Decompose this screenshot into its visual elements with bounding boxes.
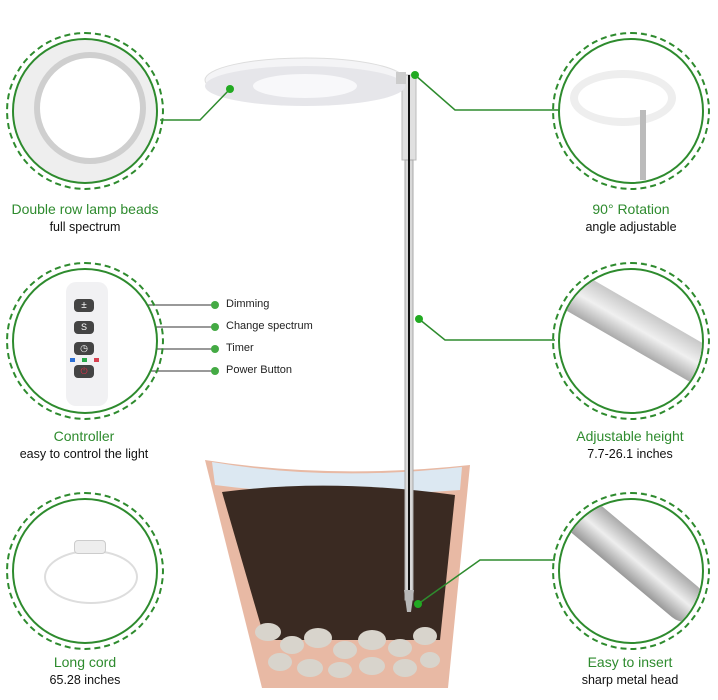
status-led-red	[94, 358, 99, 362]
insert-image	[558, 498, 704, 644]
caption-subtitle: easy to control the light	[19, 447, 149, 461]
caption-insert: Easy to insert sharp metal head	[520, 653, 718, 689]
height-image	[558, 268, 704, 414]
rotation-image	[558, 38, 704, 184]
timer-button-icon: ◷	[74, 342, 94, 355]
status-led-green	[82, 358, 87, 362]
caption-rotation: 90° Rotation angle adjustable	[521, 200, 718, 236]
caption-title: Easy to insert	[587, 654, 673, 670]
caption-title: Double row lamp beads	[11, 201, 159, 217]
controller-label-dimming: Dimming	[226, 298, 270, 310]
caption-title: Adjustable height	[576, 428, 684, 444]
caption-subtitle: sharp metal head	[581, 673, 679, 687]
lamp-beads-image	[12, 38, 158, 184]
caption-title: Controller	[53, 428, 115, 444]
power-button-icon: ⏻	[74, 365, 94, 378]
caption-subtitle: angle adjustable	[585, 220, 677, 234]
lamp-beads-ring	[6, 32, 164, 190]
controller-ring	[6, 262, 164, 420]
cord-ring	[6, 492, 164, 650]
caption-title: 90° Rotation	[592, 201, 670, 217]
caption-lamp-beads: Double row lamp beads full spectrum	[0, 200, 195, 236]
caption-cord: Long cord 65.28 inches	[0, 653, 195, 689]
insert-ring	[552, 492, 710, 650]
lamp-ring	[204, 57, 406, 106]
caption-subtitle: 65.28 inches	[49, 673, 121, 687]
cycle-button-icon: S	[74, 321, 94, 334]
caption-subtitle: full spectrum	[49, 220, 121, 234]
caption-controller: Controller easy to control the light	[0, 427, 194, 463]
status-led-blue	[70, 358, 75, 362]
height-ring	[552, 262, 710, 420]
caption-height: Adjustable height 7.7-26.1 inches	[520, 427, 718, 463]
caption-title: Long cord	[53, 654, 117, 670]
rotation-ring	[552, 32, 710, 190]
controller-label-spectrum: Change spectrum	[226, 320, 313, 332]
controller-label-power: Power Button	[226, 364, 293, 376]
telescopic-pole	[401, 74, 417, 612]
dimming-button-icon: ±	[74, 299, 94, 312]
caption-subtitle: 7.7-26.1 inches	[587, 447, 673, 461]
controller-image	[12, 268, 158, 414]
cord-image	[12, 498, 158, 644]
controller-label-timer: Timer	[226, 342, 254, 354]
plant-pot	[205, 460, 470, 688]
